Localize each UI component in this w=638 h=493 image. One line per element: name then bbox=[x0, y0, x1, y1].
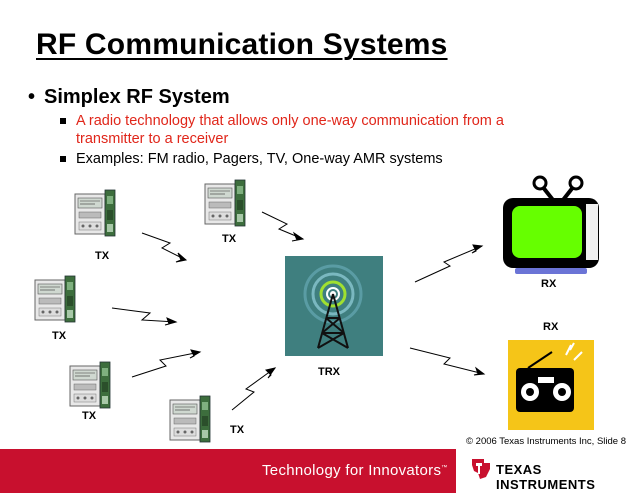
company-name: Texas Instruments bbox=[496, 462, 596, 492]
footer-tagline-text: Technology for Innovators bbox=[262, 462, 442, 479]
square-bullet-icon bbox=[60, 156, 66, 162]
label-tx: TX bbox=[82, 410, 97, 422]
slide-copyright: © 2006 Texas Instruments Inc, Slide 8 bbox=[466, 436, 626, 447]
bullet-dot-icon: • bbox=[28, 86, 36, 108]
bullet-definition-line2: transmitter to a receiver bbox=[76, 131, 229, 147]
bullet-simplex-label: Simplex RF System bbox=[44, 86, 230, 108]
radio-icon bbox=[508, 340, 594, 430]
slide-title: RF Communication Systems bbox=[36, 28, 448, 61]
square-bullet-icon bbox=[60, 118, 66, 124]
lightning-arrow-icon bbox=[131, 349, 202, 378]
lightning-arrow-icon bbox=[231, 367, 277, 411]
meter-icon bbox=[74, 189, 116, 237]
meter-icon bbox=[69, 361, 111, 409]
tower-icon bbox=[285, 256, 383, 356]
ti-logo-icon bbox=[472, 459, 490, 479]
lightning-arrow-icon bbox=[409, 347, 486, 376]
bullet-definition-line1: A radio technology that allows only one-… bbox=[76, 113, 504, 129]
trademark: ™ bbox=[441, 465, 448, 471]
lightning-arrow-icon bbox=[414, 244, 484, 283]
lightning-arrow-icon bbox=[261, 211, 305, 242]
label-rx: RX bbox=[543, 321, 559, 333]
label-tx: TX bbox=[222, 233, 237, 245]
meter-icon bbox=[169, 395, 211, 443]
footer-tagline: Technology for Innovators™ bbox=[262, 462, 448, 479]
lightning-arrow-icon bbox=[141, 232, 188, 263]
label-trx: TRX bbox=[318, 366, 340, 378]
meter-icon bbox=[204, 179, 246, 227]
label-rx: RX bbox=[541, 278, 557, 290]
tv-icon bbox=[503, 175, 599, 274]
lightning-arrow-icon bbox=[111, 307, 178, 326]
label-tx: TX bbox=[230, 424, 245, 436]
bullet-definition: A radio technology that allows only one-… bbox=[76, 112, 504, 148]
bullet-examples: Examples: FM radio, Pagers, TV, One-way … bbox=[76, 151, 443, 167]
bullet-simplex: • Simplex RF System bbox=[28, 86, 230, 109]
meter-icon bbox=[34, 275, 76, 323]
label-tx: TX bbox=[52, 330, 67, 342]
label-tx: TX bbox=[95, 250, 110, 262]
